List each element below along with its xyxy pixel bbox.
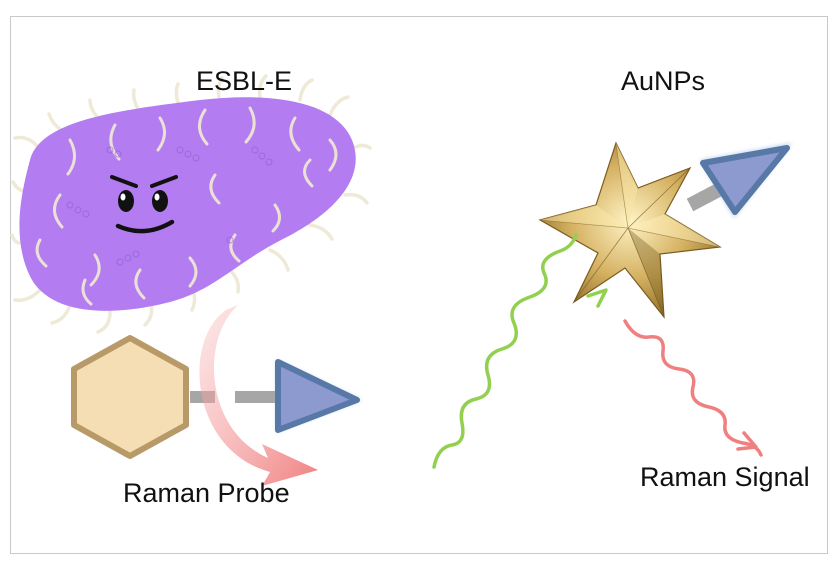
probe-triangle	[275, 359, 360, 433]
angry-face-icon	[110, 175, 178, 234]
bacterium-body	[19, 97, 356, 311]
raman-probe	[71, 335, 362, 459]
gold-nanostar	[538, 141, 792, 319]
raman-signal-label: Raman Signal	[640, 462, 810, 492]
binding-arrow	[199, 305, 318, 486]
scattered-light-wave	[623, 319, 763, 457]
nanoparticle-label: AuNPs	[621, 66, 706, 96]
probe-hexagon	[71, 335, 189, 459]
incident-light-wave	[432, 233, 608, 469]
bacterium-label: ESBL-E	[196, 66, 293, 96]
bacterium	[10, 74, 372, 334]
star-triangle	[700, 145, 790, 215]
raman-probe-label: Raman Probe	[123, 478, 290, 508]
